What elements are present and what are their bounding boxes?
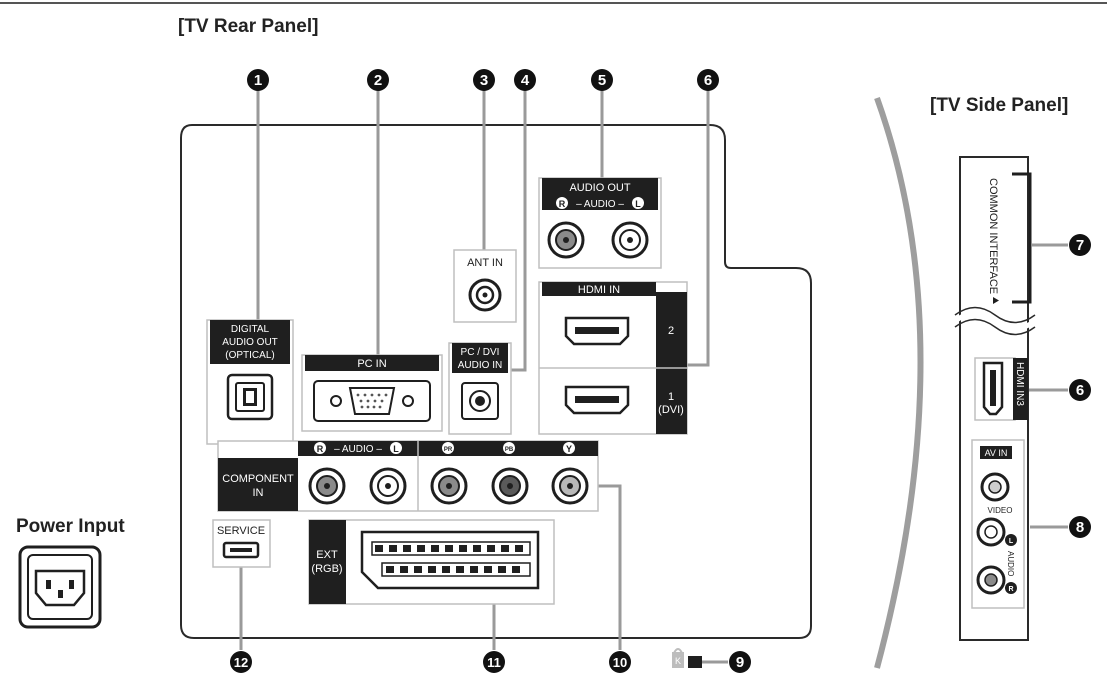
- side-panel-outline: [953, 156, 1037, 641]
- svg-text:6: 6: [1076, 382, 1084, 399]
- rear-panel-outline: [180, 124, 812, 639]
- svg-text:9: 9: [736, 654, 744, 671]
- svg-text:3: 3: [480, 72, 488, 89]
- component-y-icon: [551, 467, 589, 505]
- callout-6: 6: [697, 69, 719, 91]
- callout-10: 10: [609, 651, 631, 673]
- av-video-icon: [980, 472, 1010, 502]
- side-panel-title: [TV Side Panel]: [930, 95, 1069, 116]
- callout-5: 5: [591, 69, 613, 91]
- audio-out-channel-sep: – AUDIO –: [576, 199, 624, 210]
- common-interface-slot: COMMON INTERFACE: [987, 172, 1032, 304]
- rear-panel-title: [TV Rear Panel]: [178, 16, 319, 37]
- av-video-label: VIDEO: [988, 506, 1013, 515]
- callout-11: 11: [483, 651, 505, 673]
- component-l-marker: L: [393, 444, 399, 454]
- callout-3: 3: [473, 69, 495, 91]
- component-in-port: COMPONENT IN R – AUDIO – L PR PB Y: [217, 440, 599, 512]
- svg-text:6: 6: [704, 72, 712, 89]
- callout-8: 8: [1069, 516, 1091, 538]
- hdmi-in3-label: HDMI IN3: [1014, 362, 1025, 406]
- leader-lines: [239, 90, 1068, 664]
- av-in-port: AV IN VIDEO L AUDIO R: [971, 439, 1025, 609]
- hdmi-2-label: 2: [668, 325, 674, 337]
- audio-out-label: AUDIO OUT: [569, 182, 630, 194]
- component-pr-marker: PR: [444, 447, 453, 453]
- svg-text:1: 1: [254, 72, 262, 89]
- audio-out-r-marker: R: [559, 199, 566, 209]
- lock-icon: [672, 652, 684, 668]
- ext-rgb-port: EXT (RGB): [308, 519, 555, 605]
- av-l-marker: L: [1009, 538, 1014, 545]
- component-y-marker: Y: [566, 444, 572, 454]
- hdmi-in-label: HDMI IN: [578, 284, 620, 296]
- svg-text:5: 5: [598, 72, 606, 89]
- ant-in-label: ANT IN: [467, 257, 503, 269]
- svg-text:2: 2: [374, 72, 382, 89]
- component-pb-marker: PB: [505, 447, 514, 453]
- svg-text:10: 10: [613, 655, 627, 670]
- slot-arrow-icon: [993, 297, 999, 304]
- digital-audio-out-port: DIGITAL AUDIO OUT (OPTICAL): [206, 319, 294, 445]
- pc-dvi-audio-in-port: PC / DVI AUDIO IN: [448, 342, 512, 435]
- callout-7: 7: [1069, 234, 1091, 256]
- power-input-port: [18, 545, 102, 629]
- hdmi-1-label: 1: [668, 391, 674, 403]
- audio-out-port: AUDIO OUT R – AUDIO – L: [538, 177, 662, 269]
- service-port: SERVICE: [212, 519, 271, 568]
- av-audio-l-icon: [976, 517, 1006, 547]
- callout-9: 9: [729, 651, 751, 673]
- component-pb-icon: [491, 467, 529, 505]
- lock-letter: K: [675, 656, 681, 666]
- pc-in-label: PC IN: [357, 358, 386, 370]
- power-input-title: Power Input: [16, 516, 125, 537]
- callout-6-side: 6: [1069, 379, 1091, 401]
- svg-text:7: 7: [1076, 237, 1084, 254]
- panel-separator-curve: [874, 96, 924, 669]
- service-label: SERVICE: [217, 525, 265, 537]
- callout-12: 12: [230, 651, 252, 673]
- digital-label-line3: (OPTICAL): [225, 350, 274, 361]
- av-in-label: AV IN: [985, 448, 1008, 458]
- pc-dvi-label-line2: AUDIO IN: [458, 360, 502, 371]
- power-socket-icon: [34, 569, 86, 607]
- component-label-line1: COMPONENT: [222, 473, 294, 485]
- component-r-marker: R: [317, 444, 324, 454]
- svg-text:4: 4: [521, 72, 530, 89]
- component-audio-sep: – AUDIO –: [334, 444, 382, 455]
- ext-label-line2: (RGB): [311, 563, 342, 575]
- callout-2: 2: [367, 69, 389, 91]
- common-interface-label: COMMON INTERFACE: [987, 178, 999, 294]
- hdmi-in-port: HDMI IN 2 1 (DVI): [538, 281, 688, 435]
- component-pr-icon: [430, 467, 468, 505]
- ext-label-line1: EXT: [316, 549, 338, 561]
- svg-text:8: 8: [1076, 519, 1084, 536]
- pc-dvi-label-line1: PC / DVI: [461, 347, 500, 358]
- vga-socket-icon: [348, 387, 396, 415]
- scart-socket-icon: [360, 530, 540, 590]
- callout-4: 4: [514, 69, 536, 91]
- svg-text:11: 11: [487, 655, 501, 670]
- digital-label-line2: AUDIO OUT: [222, 337, 278, 348]
- svg-text:12: 12: [234, 655, 248, 670]
- kensington-lock: K: [672, 648, 702, 668]
- hdmi-in3-port: HDMI IN3: [974, 357, 1028, 421]
- component-label-line2: IN: [253, 487, 264, 499]
- callout-1: 1: [247, 69, 269, 91]
- pc-in-port: PC IN: [301, 354, 443, 432]
- av-audio-r-icon: [976, 565, 1006, 595]
- component-audio-l-icon: [369, 467, 407, 505]
- digital-label-line1: DIGITAL: [231, 324, 270, 335]
- av-r-marker: R: [1008, 586, 1013, 593]
- av-audio-label: AUDIO: [1006, 551, 1015, 576]
- component-audio-r-icon: [308, 467, 346, 505]
- ant-in-port: ANT IN: [453, 249, 517, 323]
- audio-out-l-marker: L: [635, 199, 641, 209]
- hdmi-1-dvi-label: (DVI): [658, 404, 684, 416]
